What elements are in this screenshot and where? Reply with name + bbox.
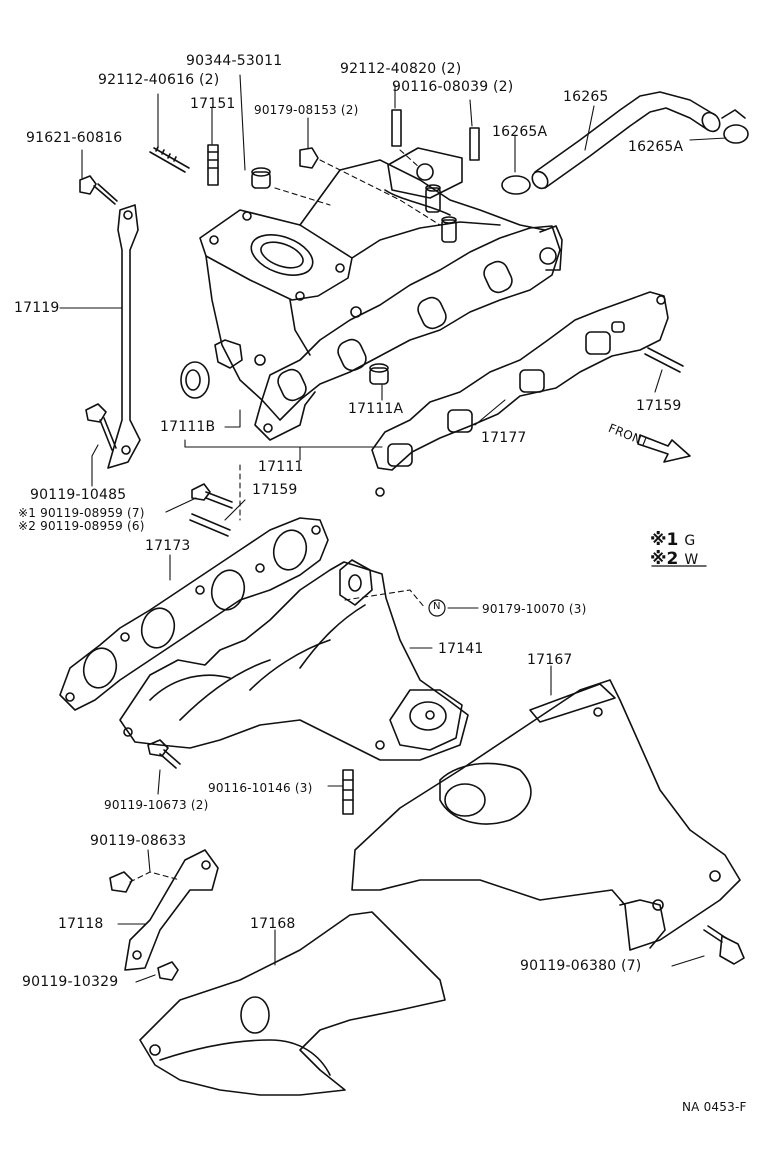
label-17111A: 17111A — [348, 401, 404, 417]
heat-insulator-17168 — [139, 911, 446, 1096]
label-90119-10329: 90119-10329 — [22, 974, 119, 990]
stud-92112-40616 — [149, 146, 190, 173]
label-17159-mid: 17159 — [252, 482, 298, 498]
bolt-91621 — [79, 175, 118, 205]
label-90116-10146: 90116-10146 (3) — [208, 781, 313, 795]
hose-16265 — [531, 91, 721, 190]
label-90119-10673: 90119-10673 (2) — [104, 798, 209, 812]
bolt-90119-06380 — [703, 925, 745, 965]
bolt-90119-10673 — [147, 739, 181, 769]
stud-17159-right — [644, 347, 684, 373]
label-16265: 16265 — [563, 89, 609, 105]
exhaust-manifold-17141 — [119, 559, 469, 761]
star2-mark: ※2 — [18, 519, 37, 533]
bracket-17118 — [124, 849, 219, 971]
bolt-90119-08959 — [191, 483, 233, 509]
label-17168: 17168 — [250, 916, 296, 932]
intake-manifold — [199, 147, 563, 441]
gasket-17111B — [180, 361, 210, 399]
label-17141: 17141 — [438, 641, 484, 657]
n-circle-mark — [428, 599, 446, 617]
label-17118: 17118 — [58, 916, 104, 932]
label-17177: 17177 — [481, 430, 527, 446]
label-17167: 17167 — [527, 652, 573, 668]
gasket-17111A — [369, 363, 389, 385]
label-90119-08959-w-text: 90119-08959 (6) — [40, 519, 145, 533]
label-90119-08959-w: ※2 90119-08959 (6) — [18, 518, 145, 534]
legend-val-1: G — [684, 533, 696, 549]
stud-92112-40820 — [391, 109, 402, 147]
star1-mark: ※1 — [18, 506, 37, 520]
legend-row-1: ※1 G — [650, 530, 695, 550]
label-90116-08039: 90116-08039 (2) — [392, 79, 514, 95]
stud-90116-08039 — [469, 127, 480, 161]
bolt-90119-10329 — [157, 961, 179, 981]
label-92112-40616: 92112-40616 (2) — [98, 72, 220, 88]
dashed-assembly-lines — [129, 149, 441, 883]
label-90119-06380: 90119-06380 (7) — [520, 958, 642, 974]
label-90119-08633: 90119-08633 — [90, 833, 187, 849]
stud-17151 — [207, 144, 219, 186]
label-17111B: 17111B — [160, 419, 216, 435]
label-90119-10485: 90119-10485 — [30, 487, 127, 503]
clamp-16265A — [501, 109, 749, 195]
heat-insulator-17167 — [351, 679, 741, 951]
front-arrow — [637, 434, 691, 463]
legend-key-2: ※2 — [650, 549, 679, 569]
bolt-90119-10485 — [85, 403, 117, 451]
label-17119: 17119 — [14, 300, 60, 316]
stud-90116-10146 — [342, 769, 354, 815]
legend-key-1: ※1 — [650, 530, 679, 550]
label-16265A-top: 16265A — [492, 124, 548, 140]
grommet-90344 — [251, 167, 271, 189]
label-90179-10070: 90179-10070 (3) — [482, 602, 587, 616]
reference-code: NA 0453-F — [682, 1100, 747, 1114]
label-17151: 17151 — [190, 96, 236, 112]
gasket-17177 — [371, 291, 669, 497]
label-92112-40820: 92112-40820 (2) — [340, 61, 462, 77]
legend-row-2: ※2 W — [650, 549, 698, 569]
label-90119-08959-g-text: 90119-08959 (7) — [40, 506, 145, 520]
label-90179-08153: 90179-08153 (2) — [254, 103, 359, 117]
stud-17159-mid — [189, 513, 231, 537]
label-90119-08959-g: ※1 90119-08959 (7) — [18, 505, 145, 521]
n-circle-letter: N — [433, 601, 441, 612]
stay-17119 — [107, 204, 141, 469]
label-16265A-right: 16265A — [628, 139, 684, 155]
bolt-90119-08633 — [109, 871, 133, 893]
label-17159-right: 17159 — [636, 398, 682, 414]
legend-val-2: W — [684, 552, 699, 568]
label-91621-60816: 91621-60816 — [26, 130, 123, 146]
label-17111: 17111 — [258, 459, 304, 475]
leader-lines — [59, 74, 727, 983]
label-17173: 17173 — [145, 538, 191, 554]
nut-90179-08153 — [299, 147, 319, 169]
gasket-17173 — [59, 517, 329, 711]
label-90344-53011: 90344-53011 — [186, 53, 283, 69]
